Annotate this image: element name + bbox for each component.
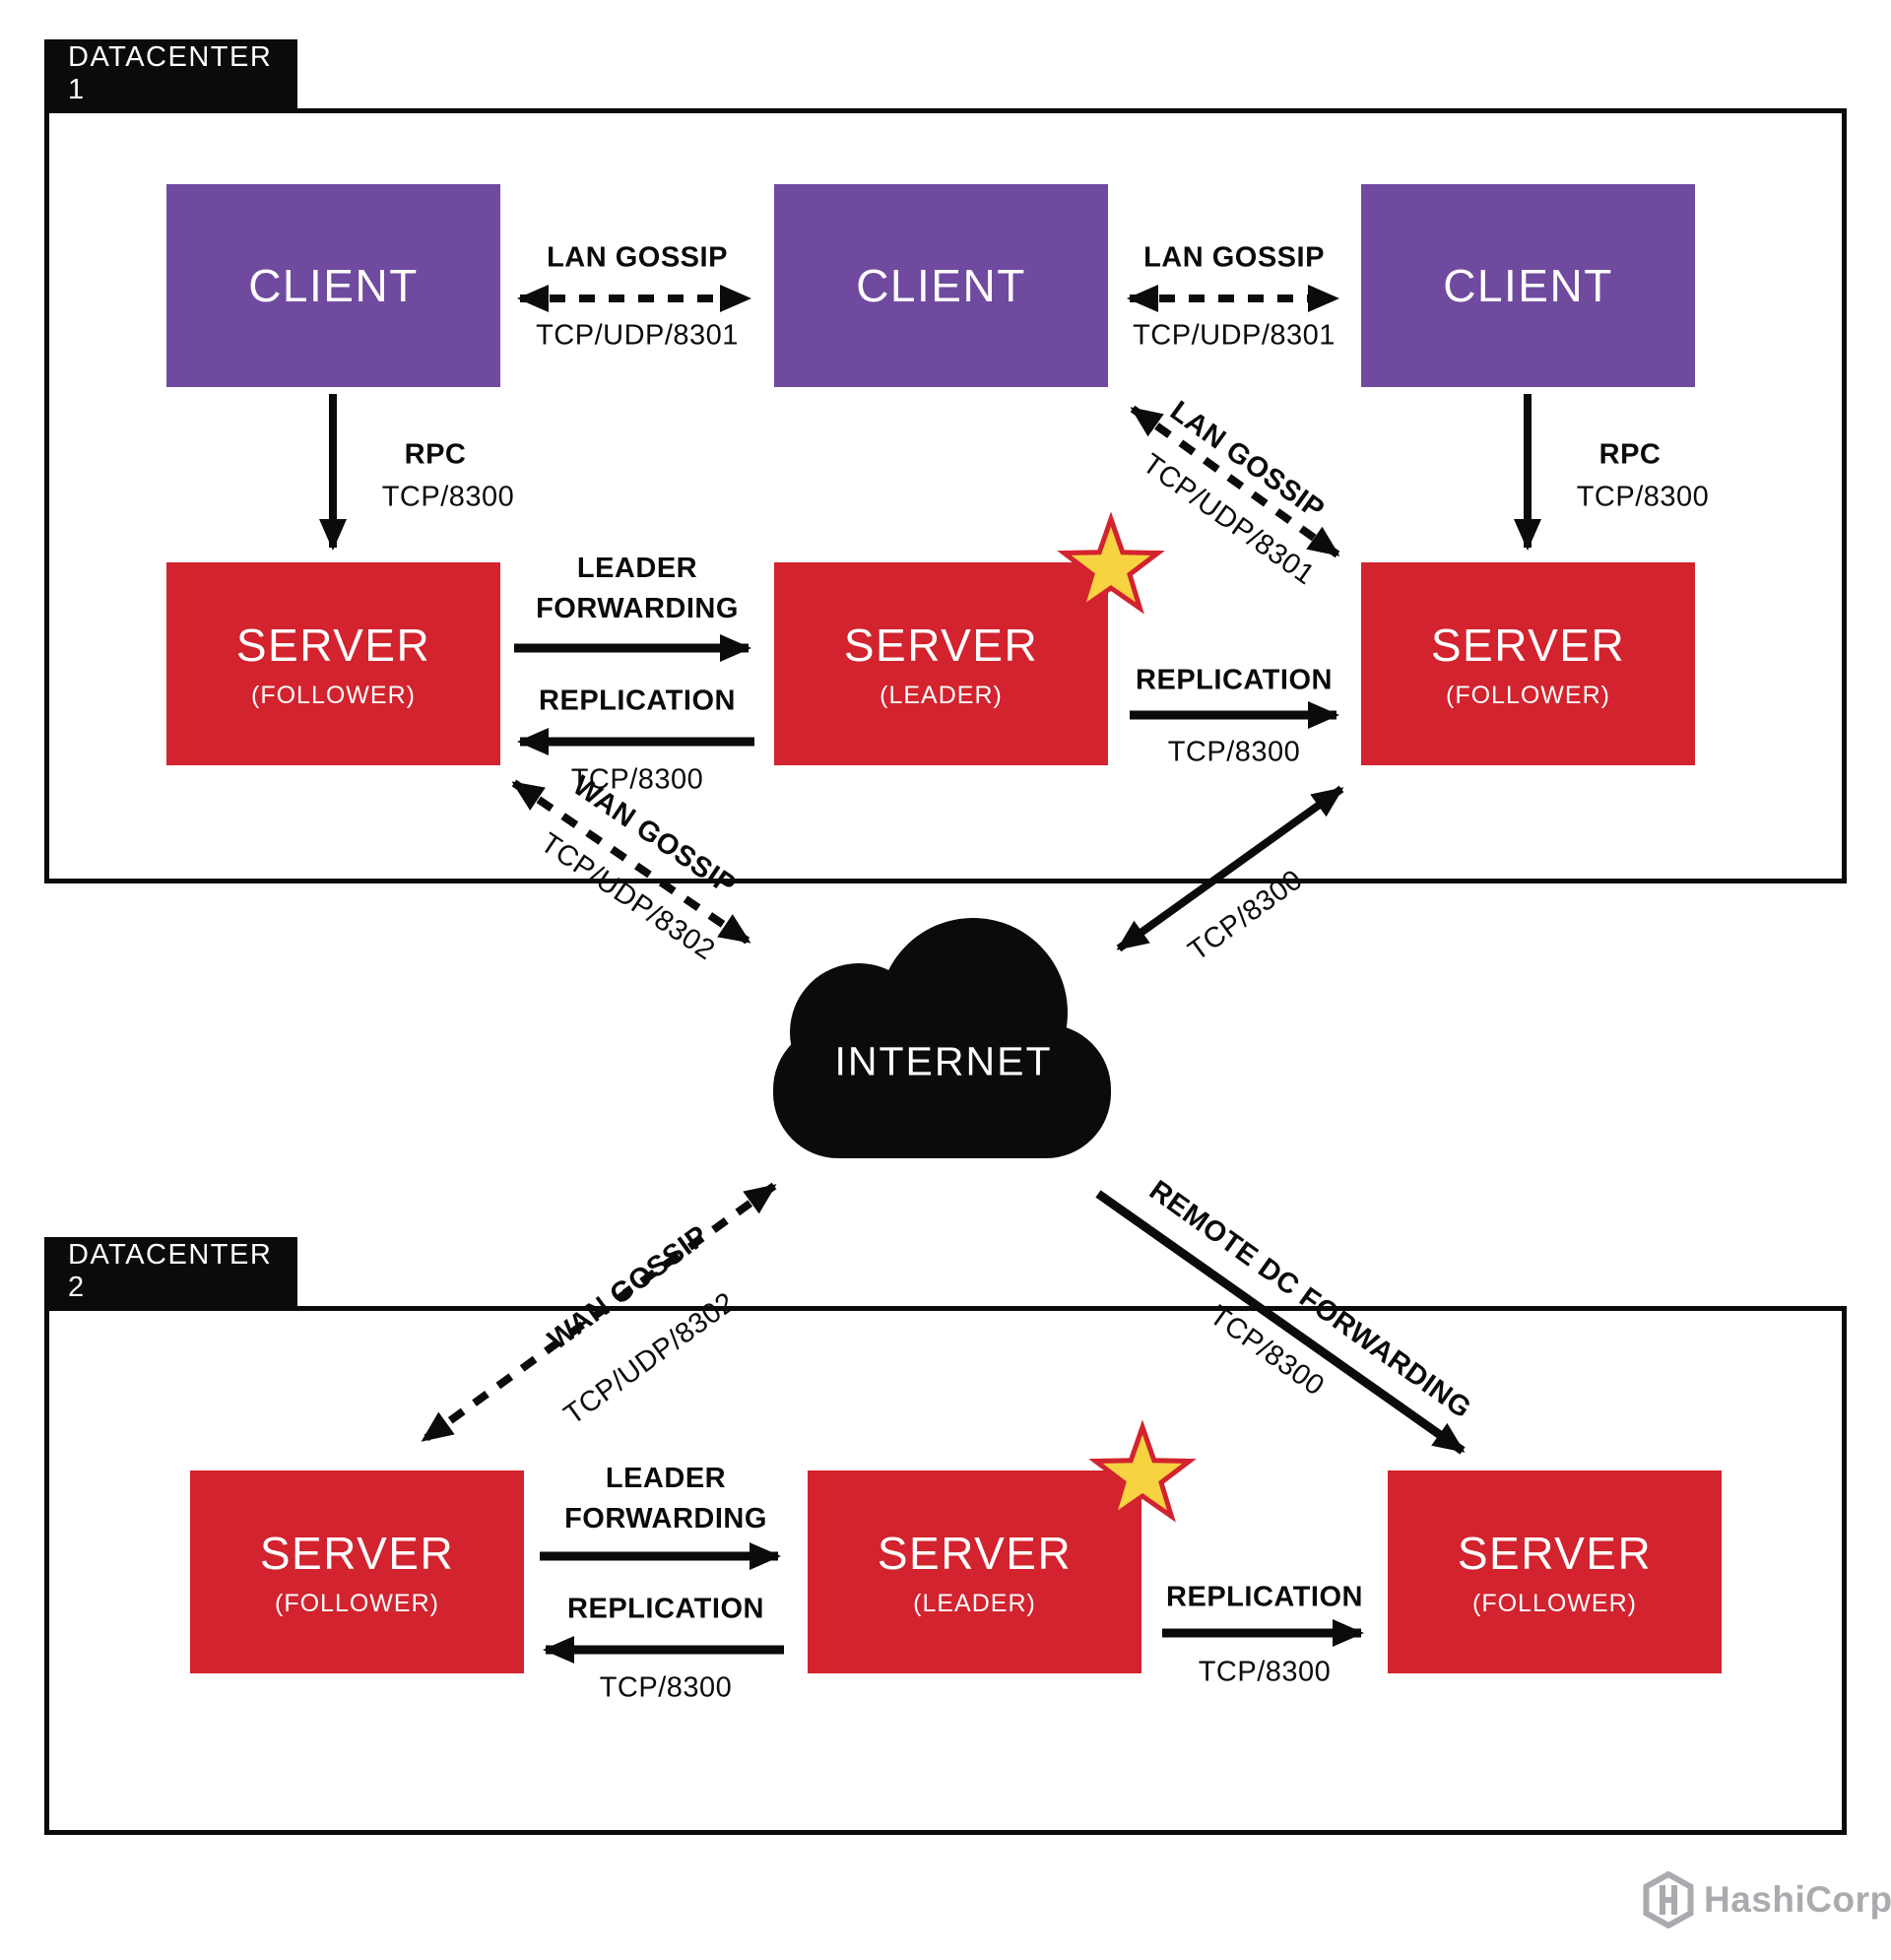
datacenter2-tab: DATACENTER 2 [44,1237,297,1306]
dc2-server-leader-label: SERVER [877,1527,1073,1579]
replication-dc1-right-port: TCP/8300 [1167,736,1301,768]
leader-forwarding-dc1-label: LEADER FORWARDING [536,552,739,624]
lan-gossip-1-port: TCP/UDP/8301 [536,319,739,352]
lan-gossip-2-port: TCP/UDP/8301 [1133,319,1336,352]
dc1-server-follower-left: SERVER (FOLLOWER) [166,562,500,765]
dc1-client-1: CLIENT [166,184,500,387]
dc1-client-3: CLIENT [1361,184,1695,387]
hashicorp-brand-text: HashiCorp [1704,1879,1891,1920]
dc2-server-follower-right: SERVER (FOLLOWER) [1388,1470,1722,1673]
dc1-client-1-label: CLIENT [248,260,419,311]
replication-dc2-right-label: REPLICATION [1166,1581,1363,1613]
rpc-left-label: RPC [404,438,467,471]
rpc-left-port: TCP/8300 [381,481,515,513]
dc1-client-2: CLIENT [774,184,1108,387]
dc2-server-leader: SERVER (LEADER) [808,1470,1141,1673]
rpc-right-label: RPC [1598,438,1662,471]
dc2-server-leader-role: (LEADER) [913,1589,1036,1617]
internet-label: INTERNET [834,1038,1053,1084]
dc2-server-follower-left-label: SERVER [259,1527,455,1579]
dc1-server-leader-role: (LEADER) [880,681,1003,709]
datacenter1-tab: DATACENTER 1 [44,39,297,108]
dc1-server-follower-left-label: SERVER [235,619,431,671]
rpc-right-port: TCP/8300 [1576,481,1710,513]
dc1-server-follower-right-label: SERVER [1430,619,1626,671]
lan-gossip-1-label: LAN GOSSIP [547,241,728,274]
dc1-server-leader: SERVER (LEADER) [774,562,1108,765]
lan-gossip-2-label: LAN GOSSIP [1143,241,1325,274]
replication-dc1-left-label: REPLICATION [539,685,736,717]
dc1-client-3-label: CLIENT [1443,260,1613,311]
dc1-server-leader-label: SERVER [843,619,1039,671]
replication-dc2-right-port: TCP/8300 [1198,1656,1332,1688]
leader-forwarding-dc2-label: LEADER FORWARDING [564,1462,767,1535]
dc1-server-follower-right-role: (FOLLOWER) [1446,681,1610,709]
dc1-server-follower-right: SERVER (FOLLOWER) [1361,562,1695,765]
hashicorp-logo-icon [1643,1871,1694,1928]
hashicorp-brand: HashiCorp [1643,1871,1891,1928]
dc2-server-follower-left: SERVER (FOLLOWER) [190,1470,524,1673]
dc1-server-follower-left-role: (FOLLOWER) [251,681,416,709]
dc2-server-follower-right-label: SERVER [1457,1527,1653,1579]
replication-dc2-left-label: REPLICATION [567,1593,764,1625]
dc2-server-follower-left-role: (FOLLOWER) [275,1589,439,1617]
dc2-server-follower-right-role: (FOLLOWER) [1472,1589,1637,1617]
dc1-client-2-label: CLIENT [856,260,1026,311]
replication-dc2-left-port: TCP/8300 [599,1671,733,1704]
replication-dc1-right-label: REPLICATION [1136,664,1333,696]
